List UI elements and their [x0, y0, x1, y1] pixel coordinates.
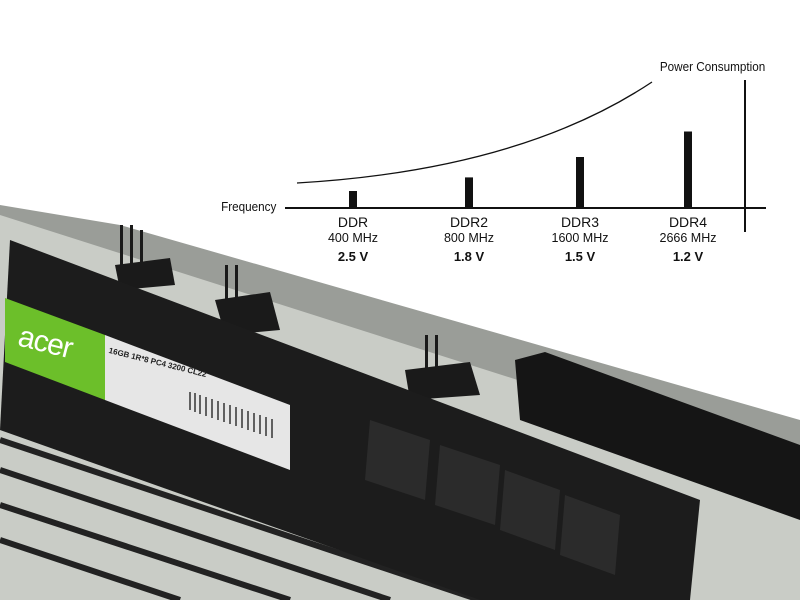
- voltage-value: 1.2 V: [672, 249, 704, 264]
- spec-sticker: [105, 335, 290, 470]
- fan-headers: [115, 225, 480, 400]
- barcode: [189, 392, 273, 438]
- power-trend-curve: [296, 81, 653, 184]
- y-axis-label: Power Consumption: [659, 59, 766, 74]
- frequency-value: 800 MHz: [443, 231, 495, 245]
- frequency-value: 2666 MHz: [659, 231, 717, 245]
- voltage-value: 1.8 V: [453, 249, 485, 264]
- bar-ddr4: [684, 131, 692, 208]
- frequency-value: 1600 MHz: [551, 231, 609, 245]
- voltage-value: 1.5 V: [564, 249, 596, 264]
- voltage-value: 2.5 V: [337, 249, 369, 264]
- memory-chips: [365, 420, 620, 575]
- memory-type: DDR: [337, 214, 369, 230]
- atx-power-connector: [515, 352, 800, 520]
- frequency-value: 400 MHz: [327, 231, 379, 245]
- bar-ddr3: [576, 157, 584, 208]
- memory-type: DDR2: [449, 214, 489, 230]
- bar-ddr2: [465, 177, 473, 208]
- dimm-slots: [0, 437, 481, 600]
- memory-type: DDR4: [668, 214, 708, 230]
- x-axis-label: Frequency: [221, 199, 277, 214]
- memory-type: DDR3: [560, 214, 600, 230]
- brand-label-green: [5, 298, 105, 400]
- bar-ddr: [349, 191, 357, 208]
